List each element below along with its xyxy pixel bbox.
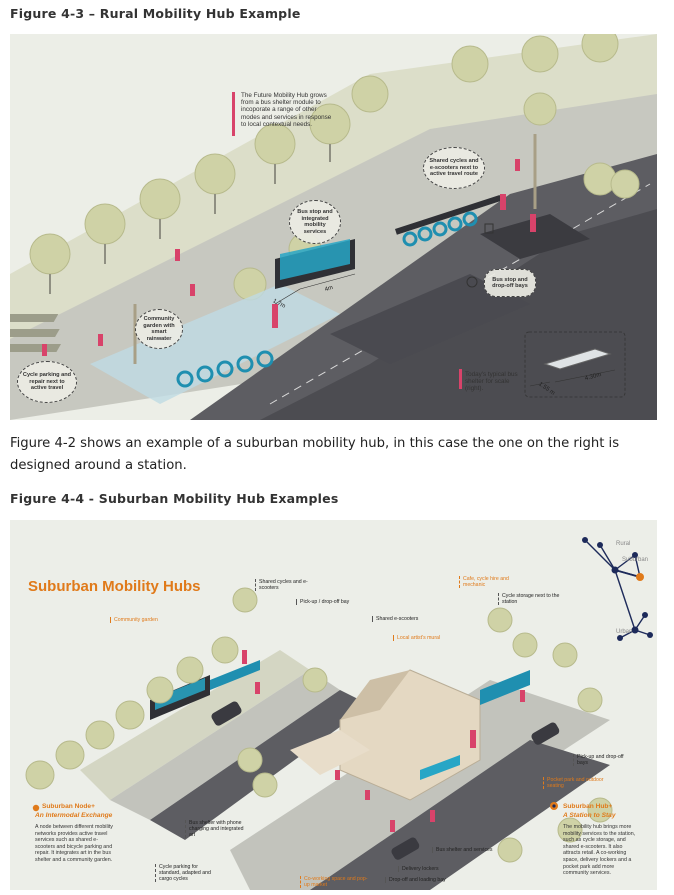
label-dropoff-loading: Drop-off and loading bay — [385, 877, 461, 883]
node-title: Suburban Node+ — [42, 803, 95, 810]
rural-hub-scene — [10, 34, 657, 420]
bubble-shared-cycles: Shared cycles and e-scooters next to act… — [423, 147, 485, 189]
label-delivery: Delivery lockers — [398, 866, 452, 872]
network-label-urban: Urban — [616, 629, 633, 635]
label-cafe: Cafe, cycle hire and mechanic — [459, 576, 518, 588]
body-paragraph: Figure 4-2 shows an example of a suburba… — [10, 436, 620, 473]
bubble-bus-stop: Bus stop and integrated mobility service… — [289, 200, 341, 244]
label-pickup: Pick-up / drop-off bay — [296, 599, 370, 605]
label-coworking: Co-working space and pop-up market — [300, 876, 372, 888]
suburban-heading: Suburban Mobility Hubs — [28, 578, 201, 595]
intro-note: The Future Mobility Hub grows from a bus… — [241, 92, 332, 128]
figure-4-4-title: Figure 4-4 - Suburban Mobility Hub Examp… — [10, 491, 339, 506]
label-bus-shelter-phone: Bus shelter with phone charging and inte… — [185, 820, 247, 838]
suburban-hubs-illustration: Suburban Mobility Hubs Rural Suburban Ur… — [10, 520, 657, 890]
node-body: A node between different mobility networ… — [35, 824, 113, 863]
hub-title: Suburban Hub+ — [563, 803, 613, 810]
label-cycle-parking: Cycle parking for standard, adapted and … — [155, 864, 219, 882]
label-pickup-bays: Pick-up and drop-off bays — [573, 754, 629, 766]
label-shared-escooters: Shared e-scooters — [372, 616, 436, 622]
bubble-cycle-parking: Cycle parking and repair next to active … — [17, 361, 77, 403]
label-pocket-park: Pocket park and outdoor seating — [543, 777, 615, 789]
node-subtitle: An Intermodal Exchange — [35, 812, 113, 819]
network-label-suburban: Suburban — [622, 557, 649, 563]
label-shared-cycles: Shared cycles and e-scooters — [255, 579, 311, 591]
bubble-bus-bays: Bus stop and drop-off bays — [484, 269, 536, 297]
scale-note: Today's typical bus shelter for scale (r… — [465, 371, 518, 393]
bus-stop-icon — [466, 276, 478, 288]
suburban-hub-scene — [25, 537, 653, 890]
figure-4-3-title: Figure 4-3 – Rural Mobility Hub Example — [10, 6, 301, 21]
hub-subtitle: A Station to Stay — [563, 812, 616, 819]
rural-hub-illustration: The Future Mobility Hub grows from a bus… — [10, 34, 657, 420]
label-bus-services: Bus shelter and services — [432, 847, 508, 853]
hub-body: The mobility hub brings more mobility se… — [563, 824, 636, 877]
label-cycle-storage: Cycle storage next to the station — [498, 593, 574, 605]
bubble-community-garden: Community garden with smart rainwater — [135, 309, 183, 349]
label-community-garden: Community garden — [110, 617, 174, 623]
label-artist-mural: Local artist's mural — [393, 635, 457, 641]
network-label-rural: Rural — [616, 541, 631, 547]
